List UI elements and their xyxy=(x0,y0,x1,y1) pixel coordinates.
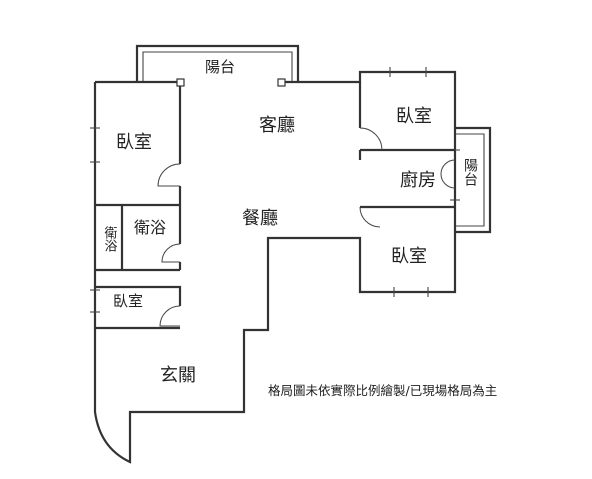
label-bedroom-small: 臥室 xyxy=(113,292,143,310)
column-right xyxy=(277,78,286,87)
label-bathroom-small: 衛浴 xyxy=(102,226,118,252)
label-dining-room: 餐廳 xyxy=(242,208,278,229)
label-entrance: 玄關 xyxy=(160,365,196,386)
label-balcony-side: 陽台 xyxy=(462,158,478,186)
label-bedroom-top-right: 臥室 xyxy=(396,106,432,127)
label-bathroom: 衛浴 xyxy=(134,218,166,237)
balcony-side-railing xyxy=(455,126,492,234)
door-swings xyxy=(157,127,456,327)
label-bedroom-top-left: 臥室 xyxy=(116,132,152,153)
label-bedroom-bottom-right: 臥室 xyxy=(391,246,427,267)
interior-walls xyxy=(95,82,455,330)
label-kitchen: 廚房 xyxy=(400,169,436,191)
column-left xyxy=(176,78,185,87)
disclaimer-note: 格局圖未依實際比例繪製/已現場格局為主 xyxy=(268,383,497,398)
label-balcony-top: 陽台 xyxy=(205,58,235,76)
label-living-room: 客廳 xyxy=(259,115,295,136)
outer-walls xyxy=(93,70,457,464)
